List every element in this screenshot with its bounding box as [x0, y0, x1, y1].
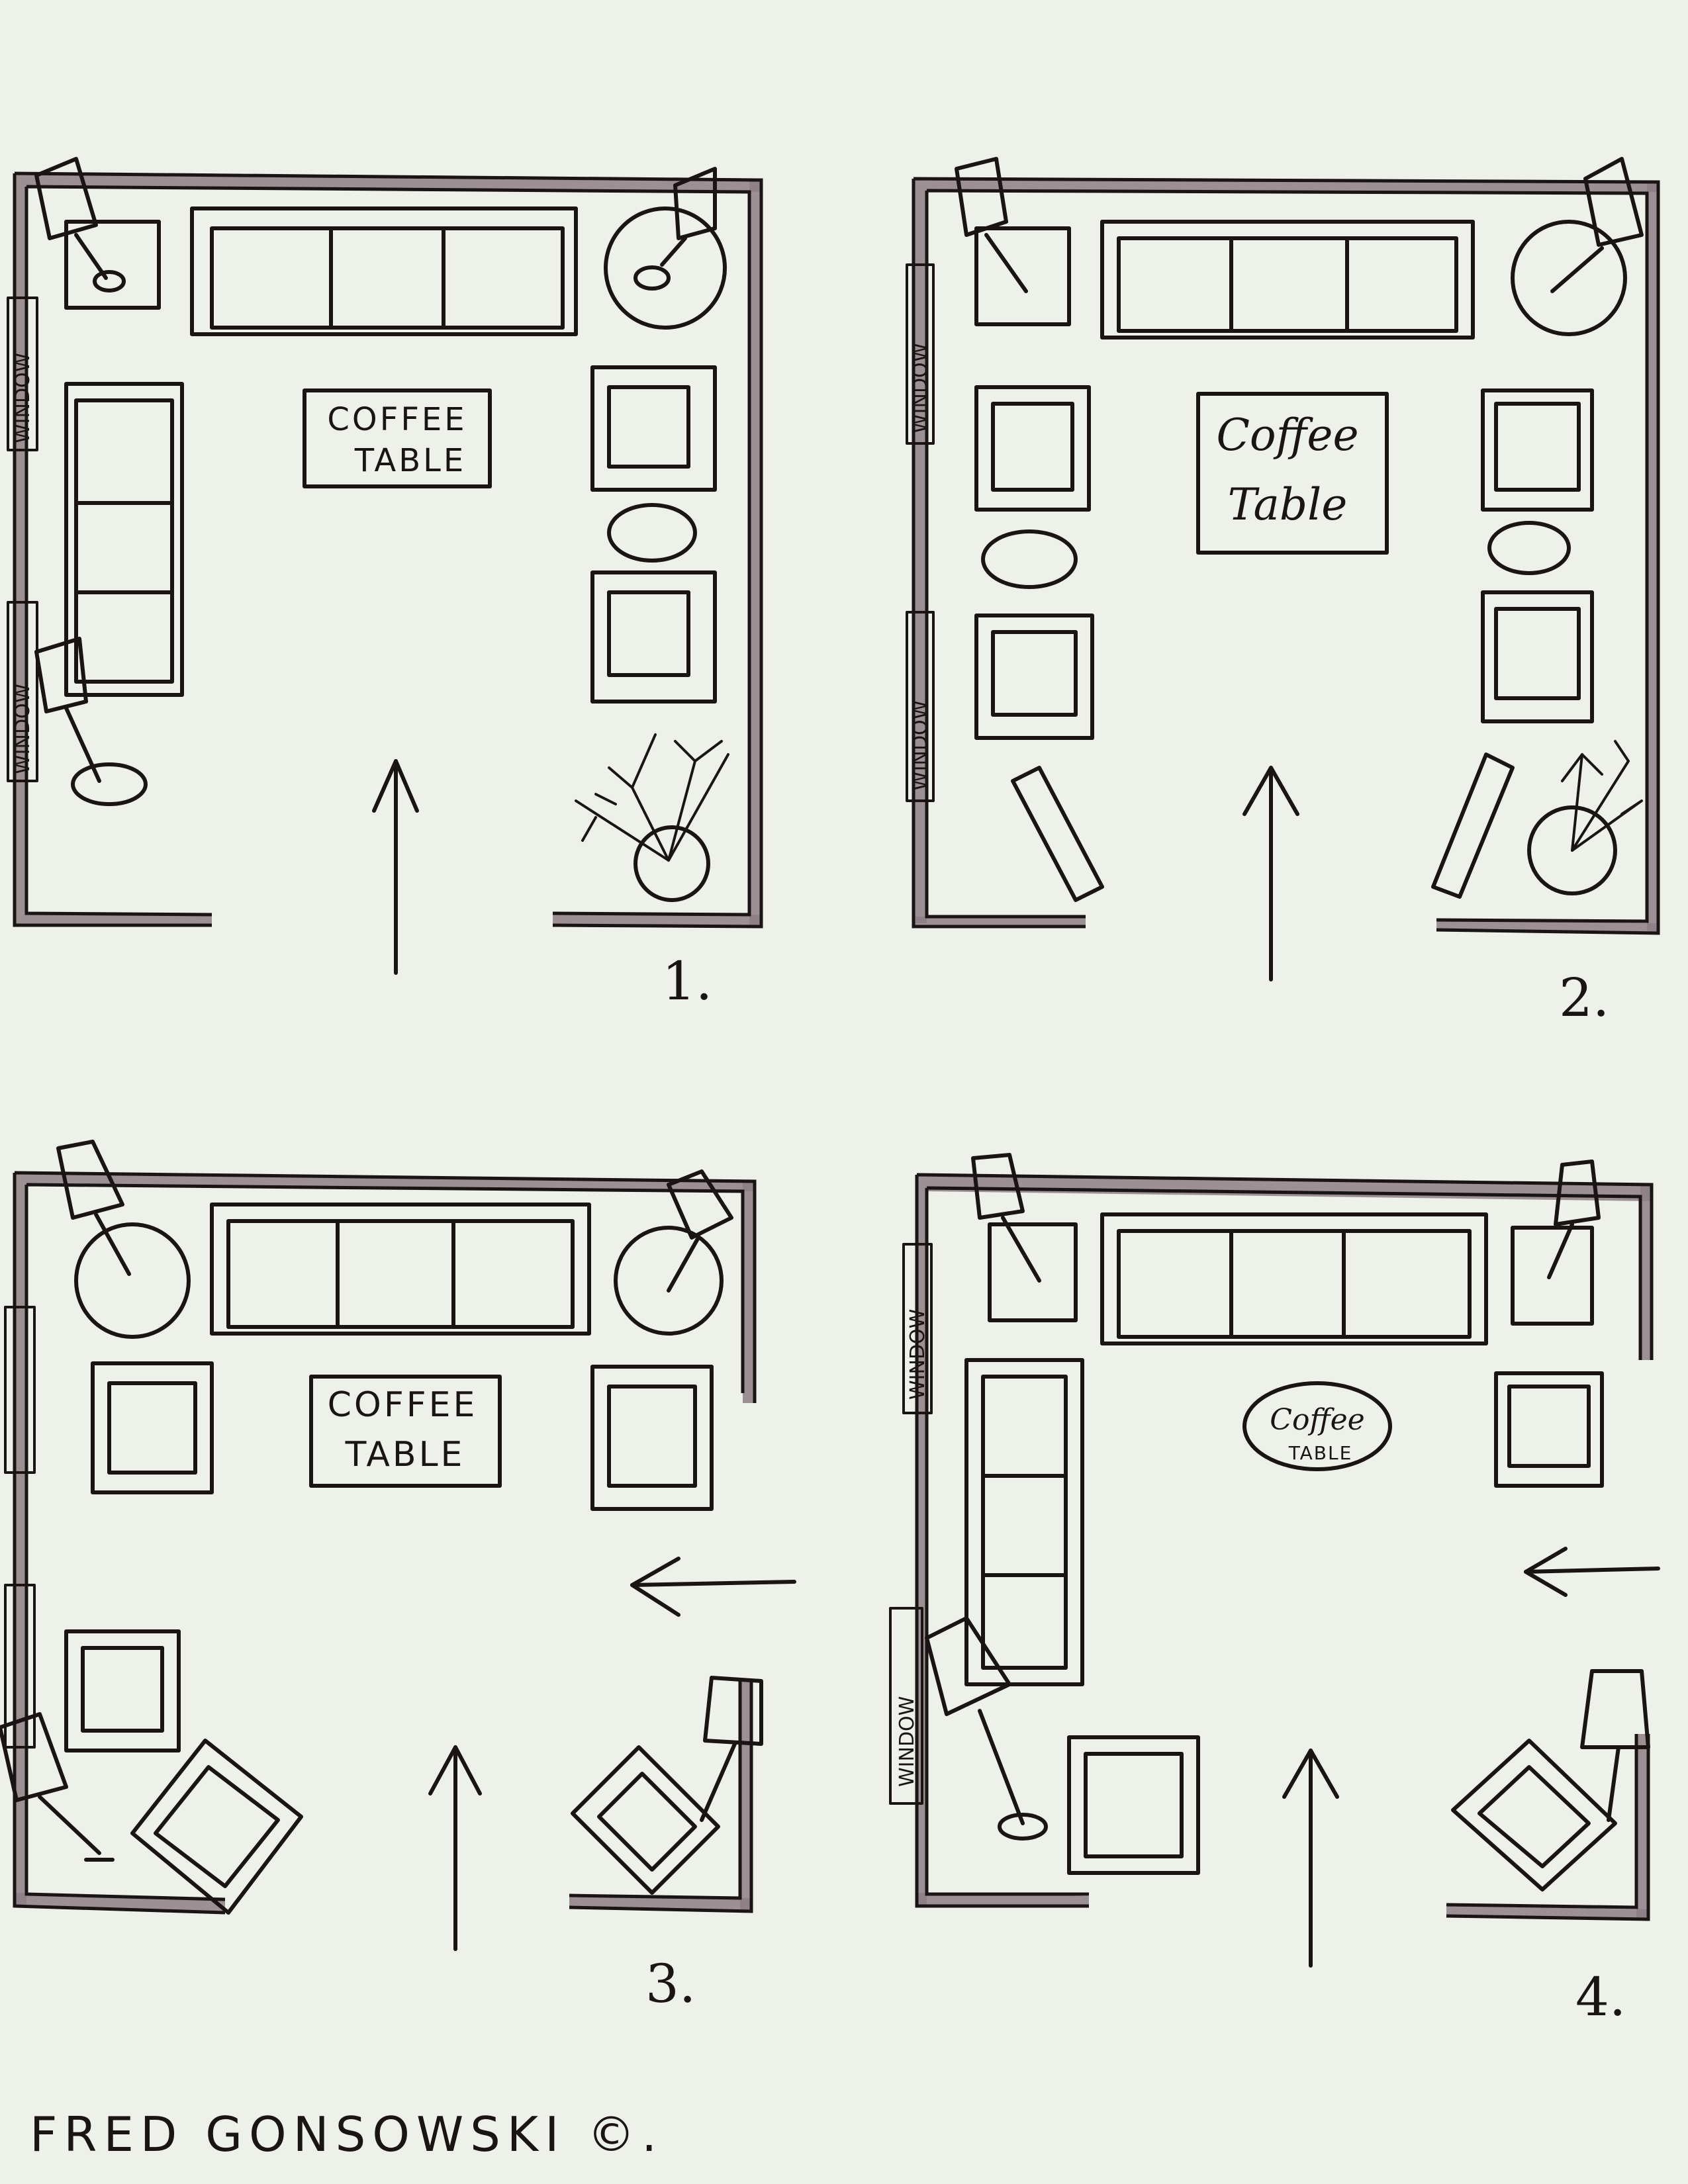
side-table-oval: [981, 529, 1078, 589]
coffee-table-label: Table: [1228, 479, 1348, 530]
plan-number: 2.: [1559, 967, 1609, 1028]
window-label: WINDOW: [909, 343, 932, 433]
window-marker: [4, 1306, 36, 1474]
sofa: [1100, 220, 1475, 340]
window-label: WINDOW: [896, 1696, 919, 1787]
end-table-square: [988, 1222, 1078, 1322]
end-table-round: [604, 206, 727, 330]
armchair: [91, 1361, 214, 1494]
floor-plan-1: WINDOW WINDOW: [7, 157, 763, 1012]
coffee-table: COFFEE TABLE: [303, 388, 492, 488]
coffee-table-label: Coffee: [1270, 1403, 1364, 1437]
coffee-table-label: TABLE: [345, 1435, 465, 1475]
side-table-oval: [607, 503, 697, 563]
room-walls: [915, 1173, 1654, 1921]
loveseat: [64, 382, 184, 697]
entry-arrow: [1524, 1547, 1660, 1597]
plan-number: 4.: [1575, 1966, 1626, 2028]
lamp-icon: [633, 167, 717, 291]
end-table-square: [1511, 1226, 1594, 1326]
plan-number: 1.: [662, 950, 712, 1012]
armchair: [1067, 1735, 1200, 1875]
coffee-table: COFFEE TABLE: [309, 1375, 502, 1488]
armchair: [130, 1739, 303, 1915]
armchair: [590, 1365, 714, 1511]
lamp-icon: [700, 1676, 763, 1822]
lamp-icon: [667, 1169, 733, 1293]
armchair: [590, 570, 717, 704]
coffee-table: Coffee Table: [1196, 392, 1389, 555]
plant-icon: [575, 733, 729, 902]
end-table-square: [974, 226, 1071, 326]
armchair: [571, 1745, 720, 1895]
armchair: [64, 1629, 181, 1752]
side-table-oval: [1487, 521, 1571, 575]
coffee-table-label: TABLE: [354, 442, 466, 479]
sofa: [1100, 1212, 1488, 1345]
armchair: [974, 614, 1094, 740]
window-label: WINDOW: [909, 700, 932, 791]
window-marker: WINDOW: [7, 296, 38, 451]
armchair: [590, 365, 717, 492]
coffee-table-label: COFFEE: [327, 401, 467, 438]
window-marker: WINDOW: [906, 611, 935, 802]
room-walls: [912, 177, 1660, 935]
lamp-icon: [56, 1140, 131, 1276]
window-marker: WINDOW: [902, 1243, 933, 1414]
window-label: WINDOW: [906, 1309, 929, 1400]
entry-arrow: [428, 1745, 482, 1951]
room-walls: [13, 171, 763, 929]
coffee-table-label: TABLE: [1288, 1442, 1353, 1464]
plant-icon: [1527, 740, 1643, 895]
plan-number: 3.: [645, 1953, 696, 2015]
armchair: [1494, 1371, 1604, 1488]
lamp-icon: [971, 1153, 1041, 1283]
coffee-table-label: Coffee: [1216, 410, 1358, 461]
window-marker: WINDOW: [906, 263, 935, 445]
room-walls: [13, 1171, 757, 1915]
window-label: WINDOW: [11, 684, 34, 774]
open-door: [1431, 752, 1515, 899]
floor-plan-3: COFFEE TABLE: [0, 1140, 796, 2015]
floor-plan-2: WINDOW WINDOW: [906, 157, 1660, 1028]
coffee-table-label: COFFEE: [328, 1385, 478, 1425]
end-table-round: [614, 1226, 724, 1336]
end-table-square: [64, 220, 161, 310]
entry-arrow: [630, 1557, 796, 1617]
end-table-round: [1511, 220, 1627, 336]
armchair: [974, 385, 1091, 512]
lamp-icon: [1580, 1669, 1650, 1822]
entry-arrow: [1243, 766, 1299, 981]
sofa: [210, 1203, 591, 1336]
entry-arrow: [372, 759, 419, 975]
open-door: [1011, 766, 1104, 902]
armchair: [1481, 388, 1594, 512]
lamp-icon: [955, 157, 1028, 293]
armchair: [1481, 590, 1594, 723]
lamp-icon: [1550, 157, 1644, 293]
artist-signature: FRED GONSOWSKI ©.: [30, 2107, 663, 2162]
floor-plan-4: WINDOW WINDOW: [889, 1153, 1660, 2028]
armchair: [1451, 1739, 1617, 1891]
lamp-icon: [925, 1616, 1048, 1841]
lamp-icon: [34, 157, 126, 293]
lamp-icon: [34, 637, 148, 806]
coffee-table: Coffee TABLE: [1243, 1381, 1392, 1471]
end-table-round: [74, 1222, 191, 1339]
entry-arrow: [1282, 1749, 1339, 1968]
window-marker: WINDOW: [7, 601, 38, 782]
lamp-icon: [1547, 1160, 1601, 1279]
sofa: [190, 206, 578, 336]
window-marker: WINDOW: [889, 1607, 923, 1805]
loveseat: [964, 1358, 1084, 1686]
window-marker: [4, 1584, 36, 1749]
lamp-icon: [0, 1712, 115, 1862]
window-label: WINDOW: [11, 353, 34, 443]
